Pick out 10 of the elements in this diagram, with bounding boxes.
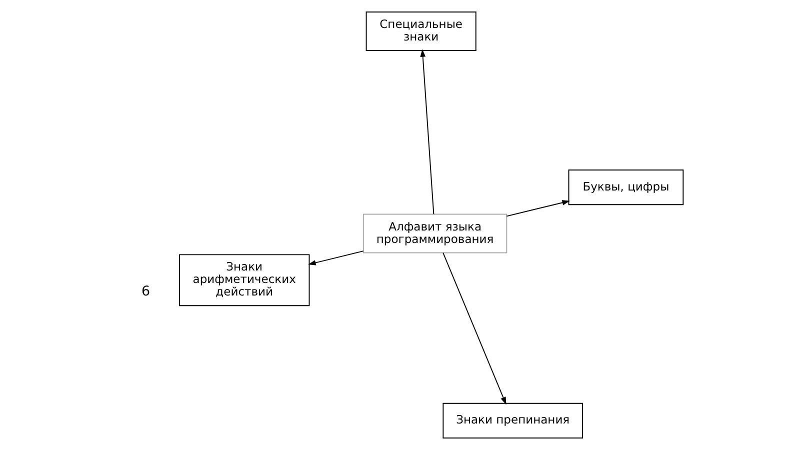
arrow (506, 200, 570, 217)
arrow (420, 49, 434, 215)
node-box: Алфавит языка программирования (362, 214, 507, 254)
node-box: Специальные знаки (365, 12, 476, 51)
arrow (442, 252, 506, 405)
node-box: Знаки препинания (442, 402, 583, 438)
arrow (308, 250, 364, 266)
label: 6 (141, 284, 150, 300)
node-box: Знаки арифметических действий (178, 254, 310, 306)
node-box: Буквы, цифры (568, 170, 684, 206)
